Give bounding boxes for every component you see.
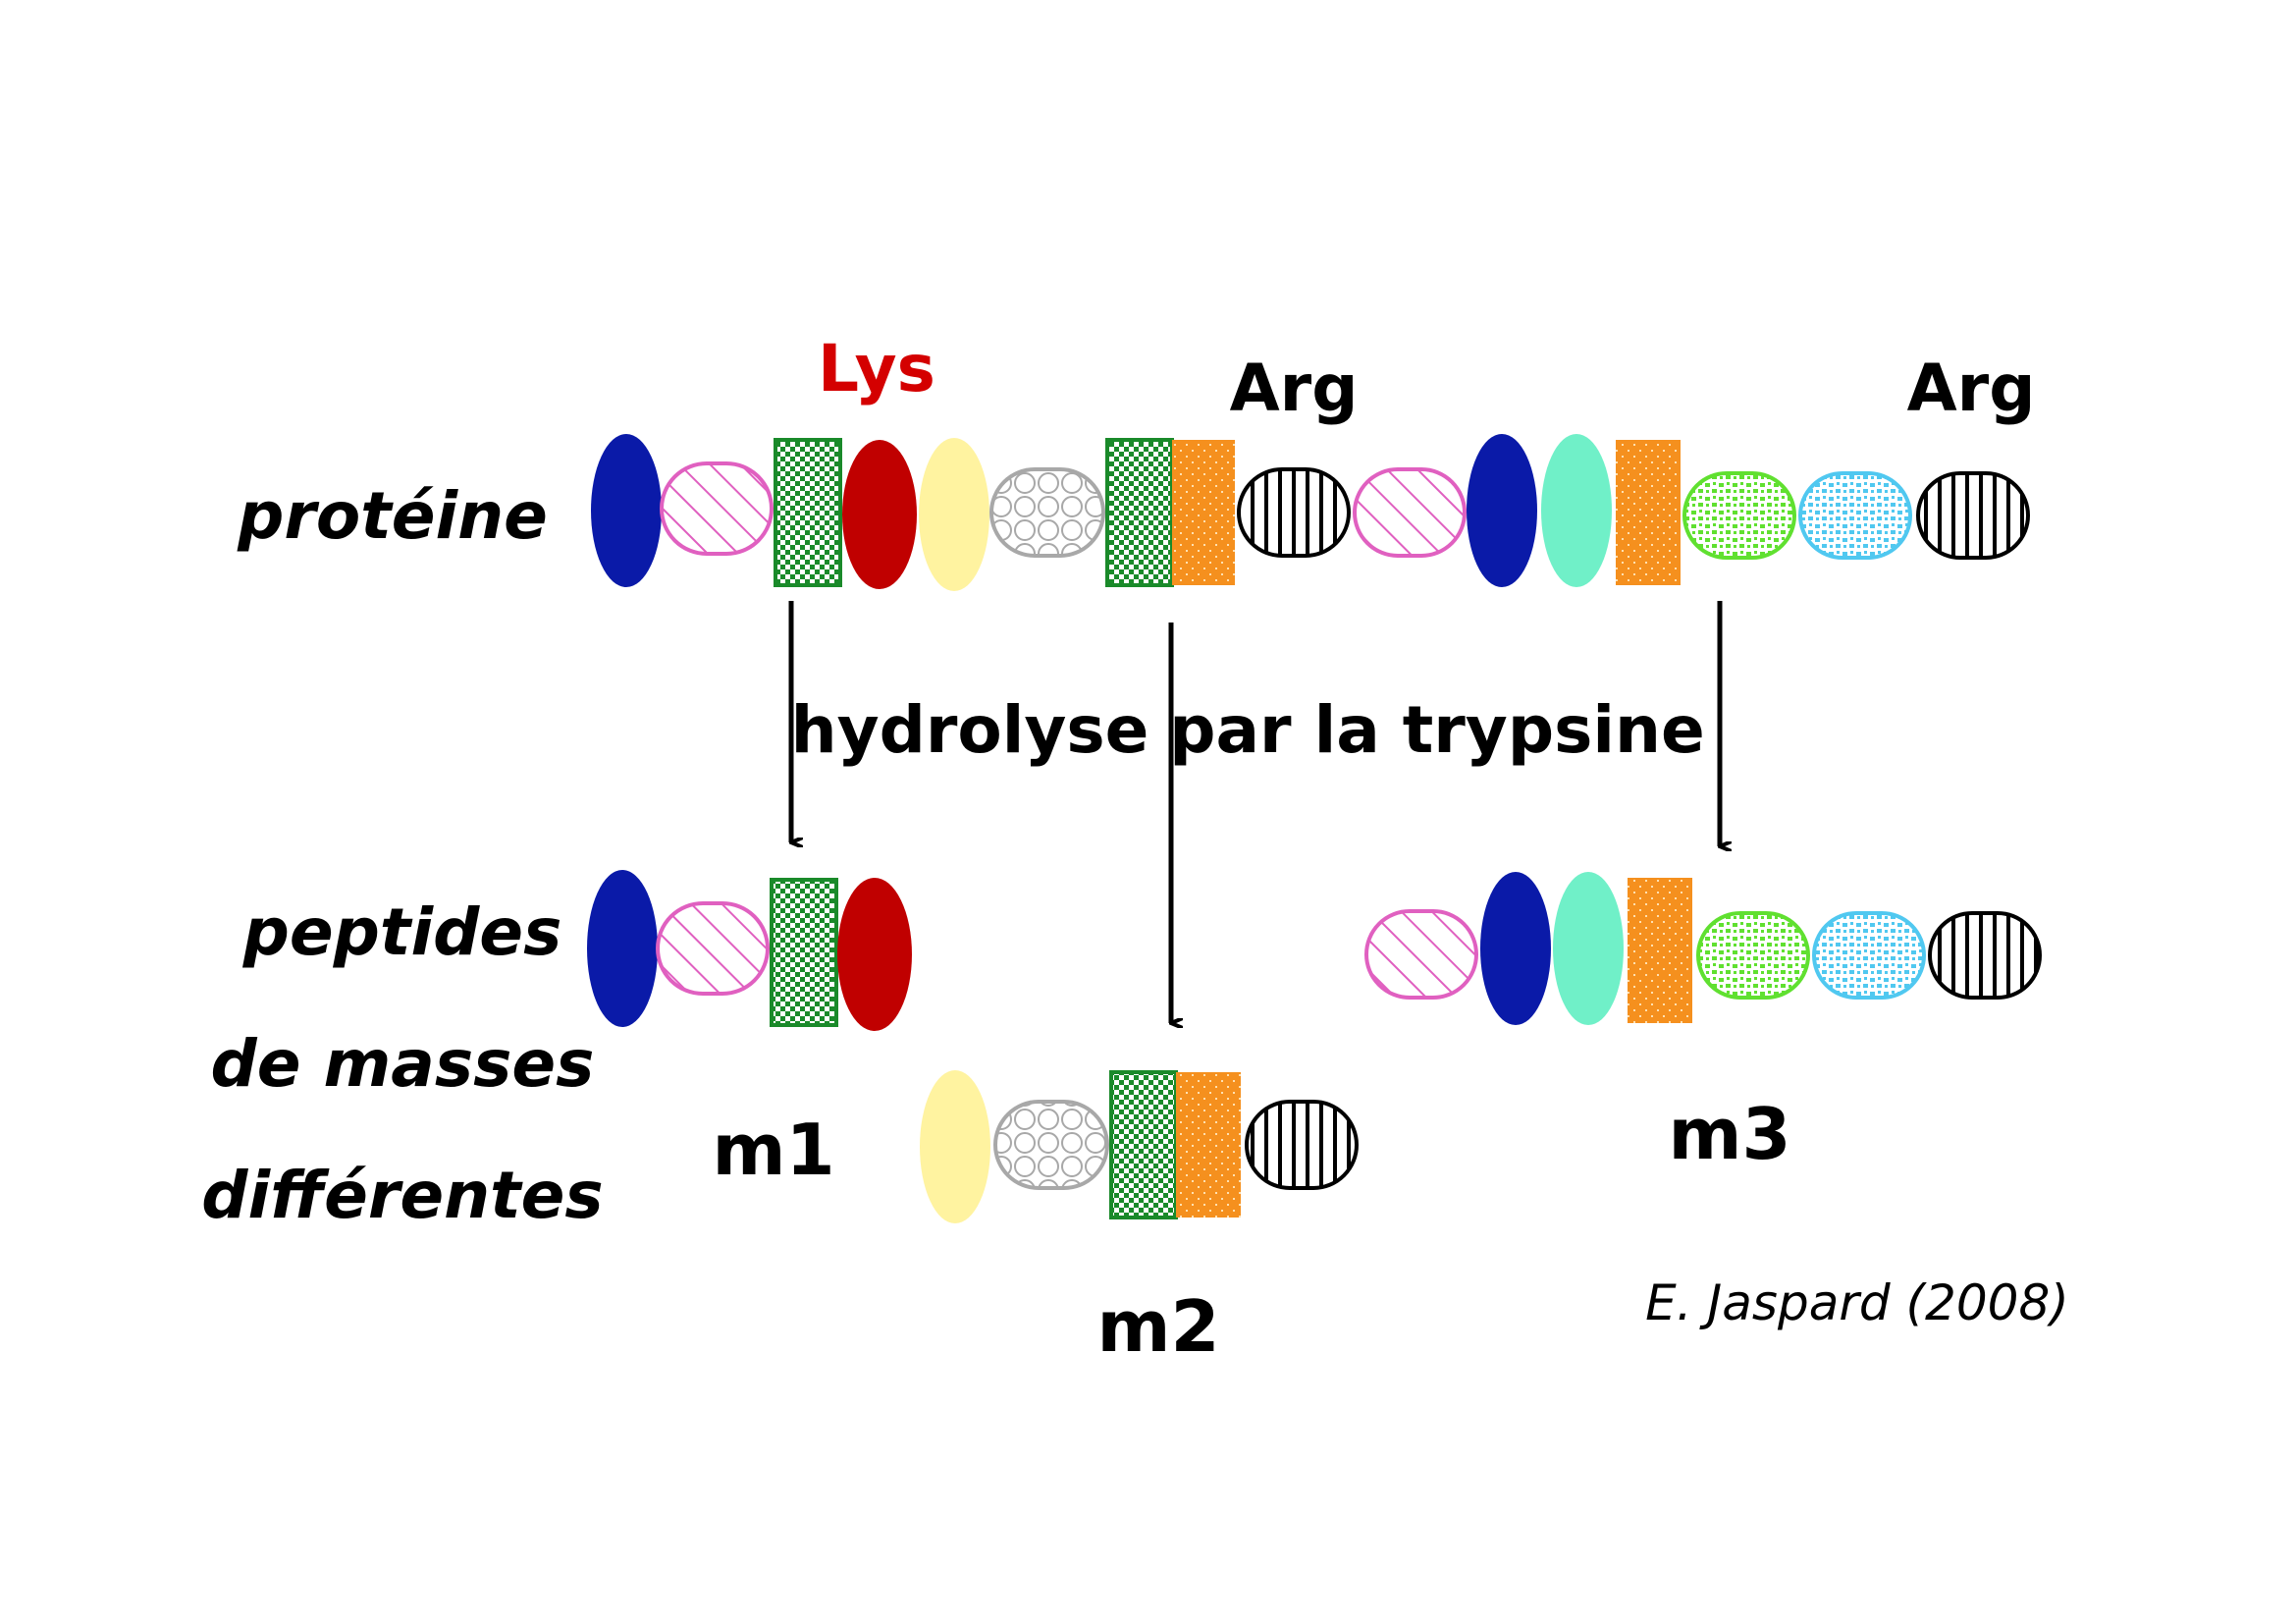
residue-orange-dotted: [1628, 878, 1692, 1023]
hydrolyse-label: hydrolyse: [791, 692, 1149, 768]
residue-green-checker: [774, 438, 842, 587]
residue-lime-dotted: [1696, 911, 1810, 1000]
lys-label: Lys: [818, 331, 935, 406]
residue-aqua-oval: [1541, 434, 1612, 587]
residue-pink-hatched: [656, 901, 770, 996]
residue-yellow-oval: [920, 1070, 990, 1223]
residue-red-oval-lys: [837, 878, 912, 1031]
residue-green-checker: [770, 878, 838, 1027]
residue-orange-dotted: [1176, 1072, 1241, 1218]
peptide-m2: [920, 1070, 1359, 1223]
m2-label: m2: [1096, 1285, 1219, 1368]
residue-red-oval-lys: [842, 440, 917, 589]
residue-lime-dotted: [1682, 471, 1796, 560]
residue-green-checker: [1109, 1070, 1178, 1219]
peptide-m1: [587, 870, 912, 1031]
residue-navy-oval: [591, 434, 662, 587]
residue-black-striped-arg: [1245, 1100, 1359, 1190]
residue-cyan-dotted: [1812, 911, 1926, 1000]
protein-label: protéine: [237, 478, 548, 554]
peptides-label-line3: différentes: [201, 1158, 603, 1233]
residue-navy-oval: [1467, 434, 1537, 587]
residue-cyan-dotted: [1798, 471, 1912, 560]
residue-orange-dotted: [1616, 440, 1681, 585]
residue-pink-hatched: [1353, 467, 1467, 558]
peptide-m3: [1364, 872, 2042, 1025]
peptides-label-line1: peptides: [242, 894, 562, 970]
arg-label-2: Arg: [1907, 351, 2036, 426]
residue-gray-scalloped: [993, 1100, 1109, 1190]
residue-navy-oval: [1480, 872, 1551, 1025]
residue-yellow-oval: [919, 438, 989, 591]
residue-green-checker: [1105, 438, 1174, 587]
residue-aqua-oval: [1553, 872, 1624, 1025]
par-trypsine-label: par la trypsine: [1169, 692, 1704, 768]
credit-label: E. Jaspard (2008): [1645, 1274, 2069, 1331]
m1-label: m1: [712, 1109, 834, 1191]
peptides-label-line2: de masses: [211, 1026, 595, 1102]
residue-orange-dotted: [1172, 440, 1235, 585]
residue-navy-oval: [587, 870, 658, 1027]
residue-black-striped-arg: [1237, 467, 1351, 558]
protein-chain: [591, 434, 2030, 591]
residue-black-striped-arg: [1928, 911, 2042, 1000]
arg-label-1: Arg: [1230, 351, 1359, 426]
residue-pink-hatched: [1364, 909, 1478, 1000]
residue-gray-scalloped: [989, 467, 1105, 558]
m3-label: m3: [1668, 1093, 1790, 1175]
residue-black-striped-arg: [1916, 471, 2030, 560]
residue-pink-hatched: [660, 461, 774, 556]
